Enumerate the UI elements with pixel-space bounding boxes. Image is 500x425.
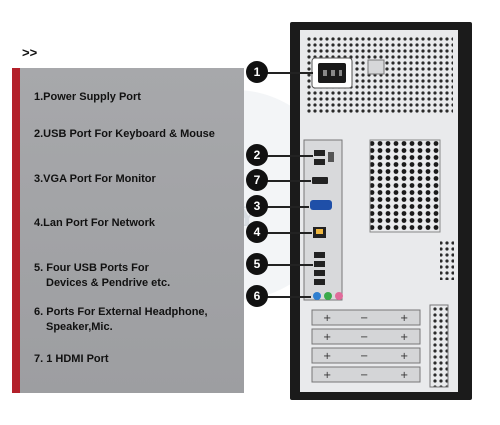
svg-text:−: −: [360, 332, 368, 343]
feature-power-supply: 1.Power Supply Port: [34, 91, 141, 103]
feature-audio-line1: 6. Ports For External Headphone,: [34, 306, 208, 318]
callout-badge-6: 6: [246, 285, 268, 307]
svg-text:−: −: [360, 313, 368, 324]
svg-text:−: −: [360, 370, 368, 381]
connector-line-2: [265, 155, 313, 157]
expansion-slots: + − + + − + + − + + − +: [311, 304, 449, 388]
svg-text:+: +: [323, 370, 331, 381]
audio-jack-blue-icon: [313, 292, 321, 300]
usb-port-icon: [314, 261, 325, 267]
header-chevrons: >>: [22, 45, 38, 60]
feature-hdmi: 7. 1 HDMI Port: [34, 353, 109, 365]
usb-port-icon: [314, 270, 325, 276]
feature-audio: 6. Ports For External Headphone, Speaker…: [34, 305, 208, 335]
feature-vga: 3.VGA Port For Monitor: [34, 173, 156, 185]
connector-line-4: [265, 232, 312, 234]
callout-badge-4: 4: [246, 221, 268, 243]
audio-jack-pink-icon: [335, 292, 343, 300]
svg-text:+: +: [323, 313, 331, 324]
usb-port-icon: [314, 159, 325, 165]
small-port-icon: [328, 152, 334, 162]
feature-audio-line2: Speaker,Mic.: [46, 321, 113, 333]
callout-badge-2: 2: [246, 144, 268, 166]
svg-text:+: +: [400, 351, 408, 362]
connector-line-3: [265, 206, 309, 208]
connector-line-5: [265, 264, 313, 266]
usb-port-icon: [314, 150, 325, 156]
connector-line-1: [265, 72, 313, 74]
rear-fan-grille: [370, 140, 440, 232]
connector-line-7: [265, 180, 311, 182]
svg-text:+: +: [323, 332, 331, 343]
panel-accent-stripe: [12, 68, 20, 393]
usb-port-icon: [314, 252, 325, 258]
svg-text:+: +: [400, 332, 408, 343]
svg-text:+: +: [400, 313, 408, 324]
svg-text:+: +: [400, 370, 408, 381]
callout-badge-5: 5: [246, 253, 268, 275]
feature-four-usb-line2: Devices & Pendrive etc.: [46, 277, 171, 289]
side-vent: [440, 240, 454, 280]
feature-four-usb-line1: 5. Four USB Ports For: [34, 262, 149, 274]
feature-panel: [12, 68, 244, 393]
callout-badge-3: 3: [246, 195, 268, 217]
feature-four-usb: 5. Four USB Ports For Devices & Pendrive…: [34, 261, 170, 291]
svg-text:−: −: [360, 351, 368, 362]
psu-switch-icon: [367, 59, 385, 75]
svg-text:+: +: [323, 351, 331, 362]
callout-badge-1: 1: [246, 61, 268, 83]
feature-lan: 4.Lan Port For Network: [34, 217, 156, 229]
hdmi-port-icon: [312, 177, 328, 184]
audio-jack-green-icon: [324, 292, 332, 300]
feature-usb-keyboard-mouse: 2.USB Port For Keyboard & Mouse: [34, 128, 215, 140]
vga-port-icon: [310, 200, 332, 210]
callout-badge-7: 7: [246, 169, 268, 191]
usb-port-icon: [314, 279, 325, 285]
connector-line-6: [265, 296, 311, 298]
